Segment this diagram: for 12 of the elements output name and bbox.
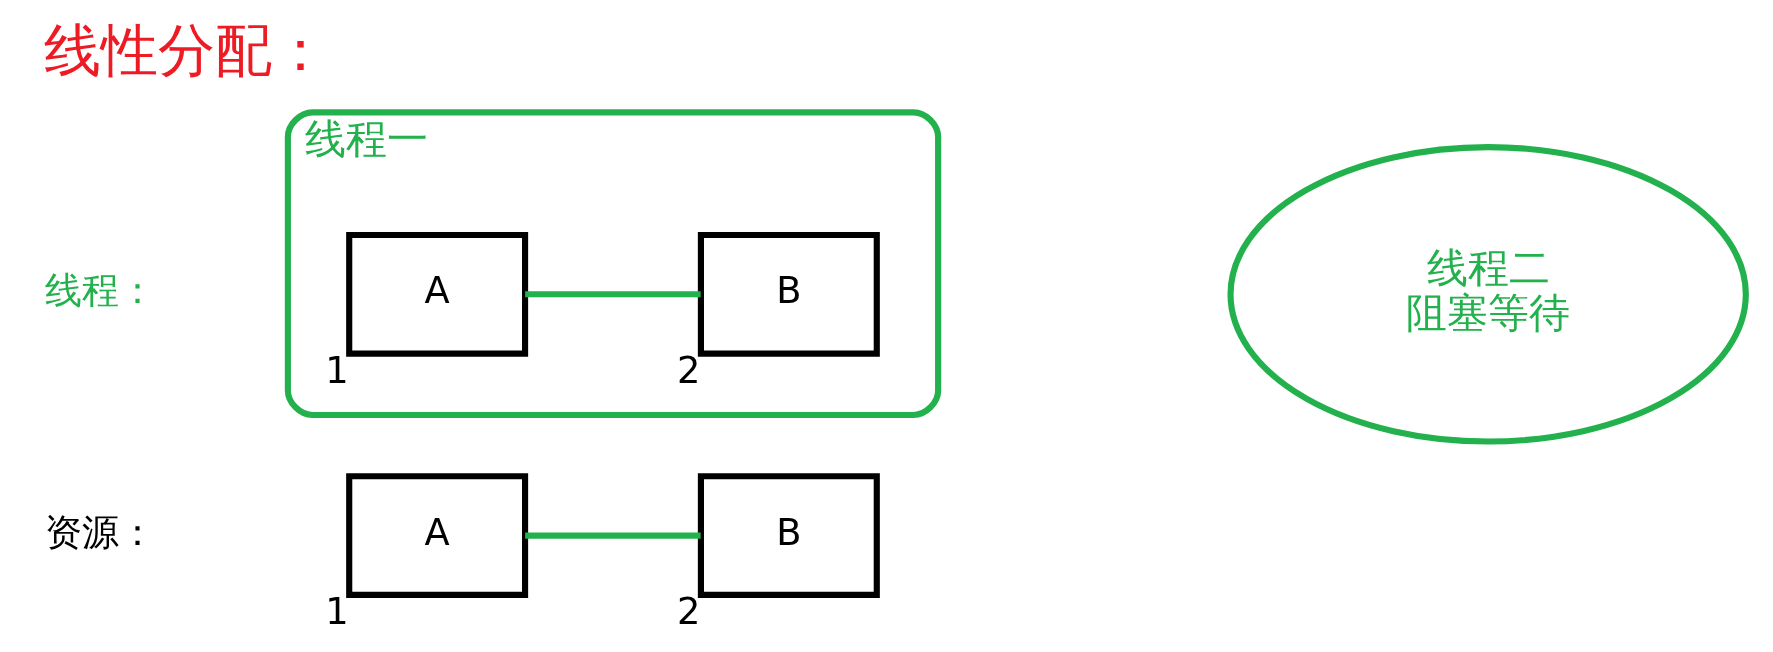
connector	[524, 532, 701, 539]
label: 资源：	[44, 510, 156, 554]
node-label: 2	[676, 349, 700, 393]
diagram-title: 线性分配：	[43, 17, 329, 85]
node-box: A	[345, 473, 528, 598]
node-ellipse: 线程二 阻塞等待	[1226, 144, 1749, 445]
node-box: A	[345, 231, 528, 357]
node-box: B	[697, 473, 880, 598]
node-label: 2	[676, 590, 700, 634]
node-box: B	[697, 231, 880, 357]
connector	[524, 291, 701, 298]
label: 线程：	[44, 269, 156, 313]
